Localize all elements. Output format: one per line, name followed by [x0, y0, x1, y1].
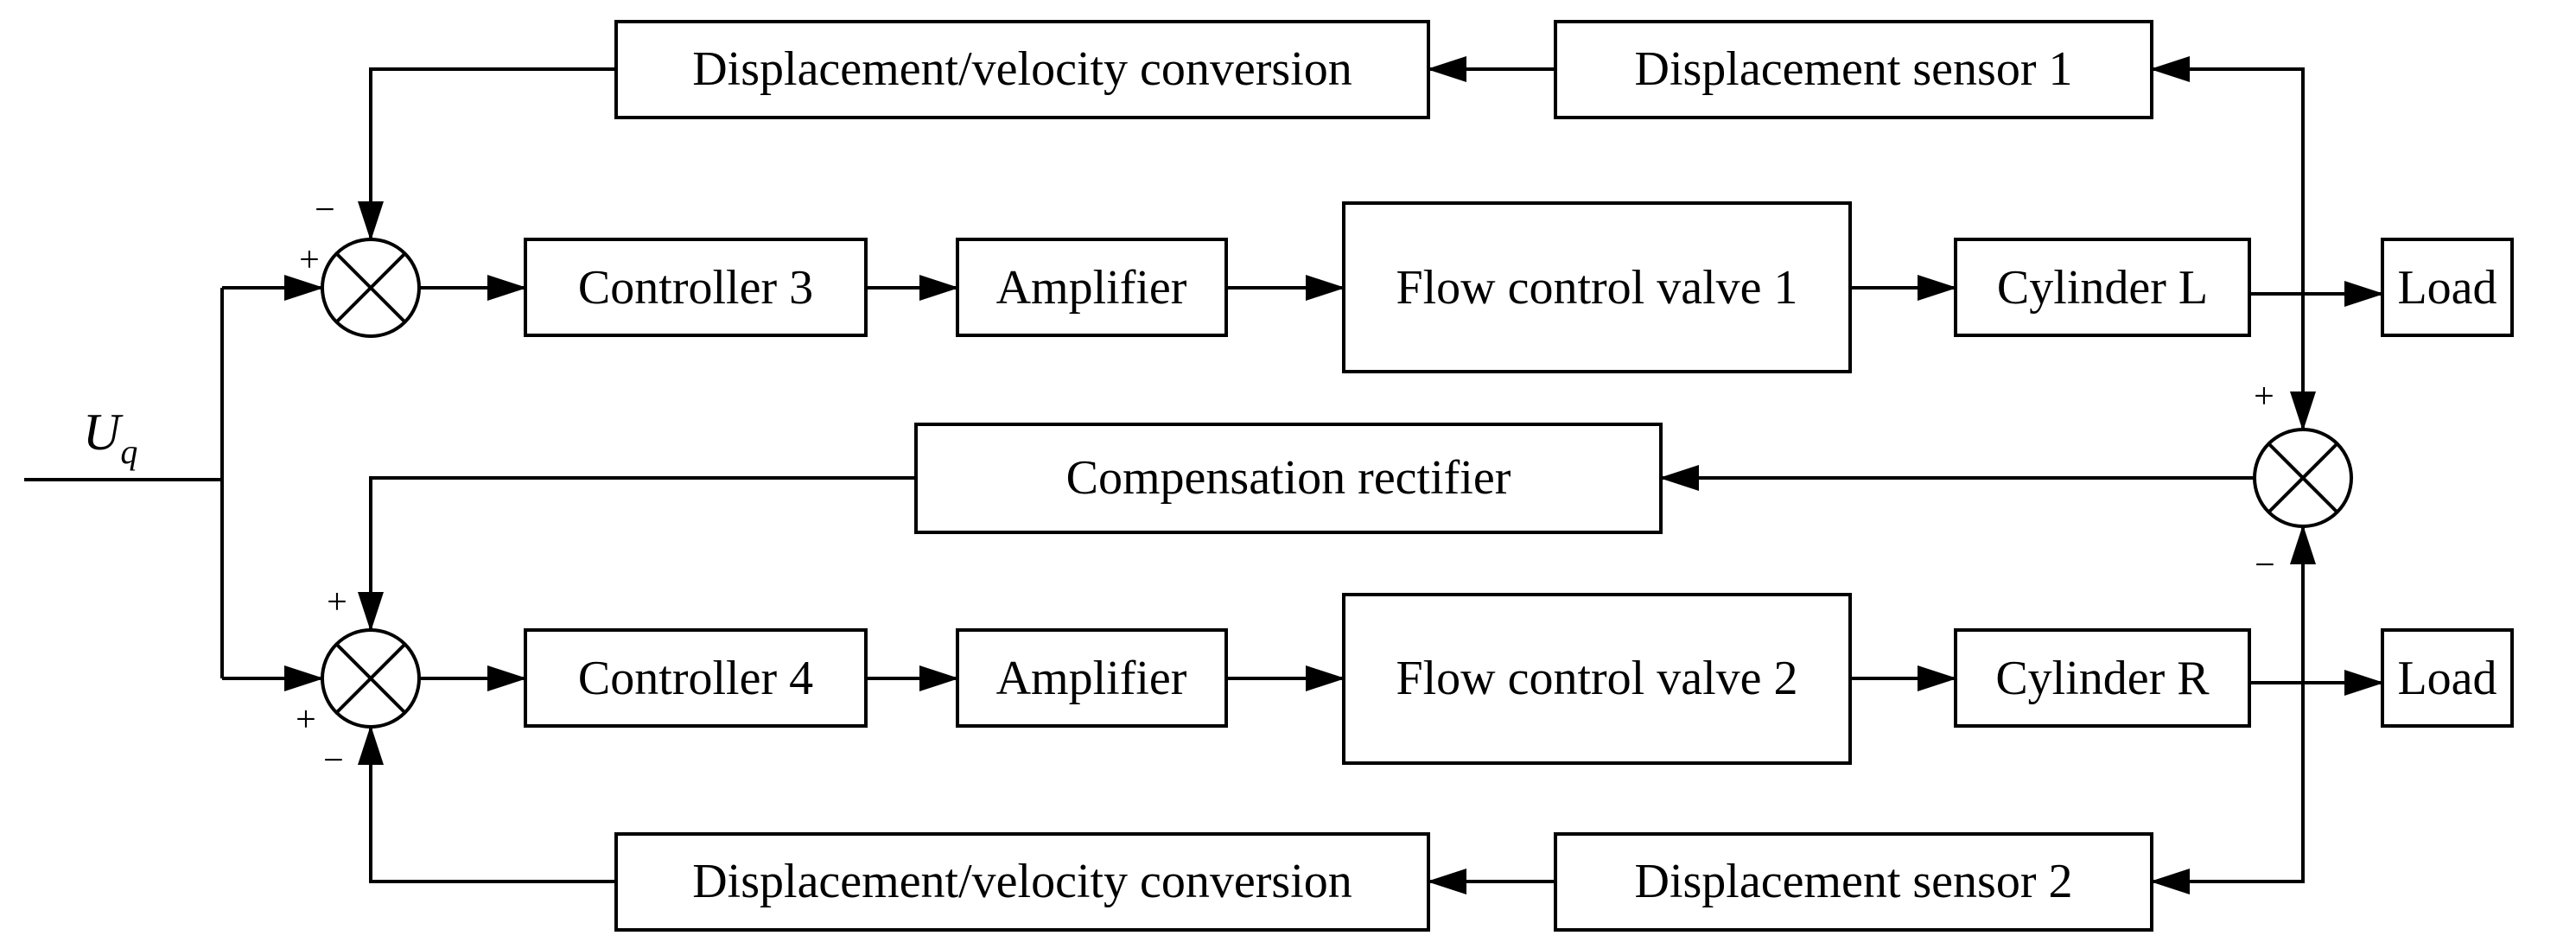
block-amplifier-bottom: Amplifier [956, 628, 1228, 728]
input-signal-label: Uq [83, 404, 137, 471]
sign-sum-mid-bottom: − [2255, 545, 2275, 585]
signal-wires [24, 56, 2384, 894]
wire-compensation-to-sum-bottom [358, 476, 916, 632]
input-signal-symbol: U [83, 404, 124, 461]
block-dv-conversion-bottom-label: Displacement/velocity conversion [692, 855, 1352, 908]
block-dv-conversion-top: Displacement/velocity conversion [614, 20, 1430, 119]
sign-sum-bottom-feedback: − [323, 741, 344, 780]
block-flow-control-valve-2: Flow control valve 2 [1342, 593, 1852, 765]
block-dv-conversion-bottom: Displacement/velocity conversion [614, 832, 1430, 932]
input-signal-subscript: q [120, 432, 137, 471]
block-load-bottom: Load [2381, 628, 2514, 728]
block-load-top-label: Load [2397, 261, 2496, 315]
block-load-bottom-label: Load [2397, 652, 2496, 705]
block-displacement-sensor-2: Displacement sensor 2 [1554, 832, 2153, 932]
sign-sum-bottom-input: + [296, 700, 316, 740]
block-cylinder-l-label: Cylinder L [1997, 261, 2208, 315]
summing-junction-middle [2253, 428, 2353, 528]
sign-sum-bottom-comp: + [327, 582, 347, 622]
block-flow-control-valve-1-label: Flow control valve 1 [1396, 261, 1797, 315]
block-amplifier-top: Amplifier [956, 238, 1228, 337]
block-load-top: Load [2381, 238, 2514, 337]
block-dv-conversion-top-label: Displacement/velocity conversion [692, 42, 1352, 96]
wire-load-tap-top-to-sensor-1 [2150, 56, 2305, 294]
sign-sum-top-input: + [299, 240, 320, 280]
block-controller-3-label: Controller 3 [578, 261, 813, 315]
block-cylinder-l: Cylinder L [1954, 238, 2251, 337]
wire-dv-conversion-bottom-to-sum-bottom [358, 725, 616, 883]
block-amplifier-bottom-label: Amplifier [996, 652, 1187, 705]
block-displacement-sensor-2-label: Displacement sensor 2 [1635, 855, 2073, 908]
block-flow-control-valve-2-label: Flow control valve 2 [1396, 652, 1797, 705]
summing-junction-top [321, 238, 421, 338]
wire-load-tap-bottom-to-sensor-2 [2150, 683, 2305, 894]
block-controller-4-label: Controller 4 [578, 652, 813, 705]
block-displacement-sensor-1-label: Displacement sensor 1 [1635, 42, 2073, 96]
block-flow-control-valve-1: Flow control valve 1 [1342, 201, 1852, 373]
block-controller-4: Controller 4 [524, 628, 868, 728]
sign-sum-mid-top: + [2254, 377, 2274, 417]
block-amplifier-top-label: Amplifier [996, 261, 1187, 315]
block-cylinder-r: Cylinder R [1954, 628, 2251, 728]
block-compensation-rectifier-label: Compensation rectifier [1066, 451, 1511, 505]
block-displacement-sensor-1: Displacement sensor 1 [1554, 20, 2153, 119]
sign-sum-top-feedback: − [315, 190, 335, 230]
summing-junction-bottom [321, 628, 421, 729]
block-cylinder-r-label: Cylinder R [1995, 652, 2210, 705]
block-compensation-rectifier: Compensation rectifier [914, 423, 1663, 534]
block-controller-3: Controller 3 [524, 238, 868, 337]
wire-dv-conversion-top-to-sum-top [358, 67, 616, 241]
